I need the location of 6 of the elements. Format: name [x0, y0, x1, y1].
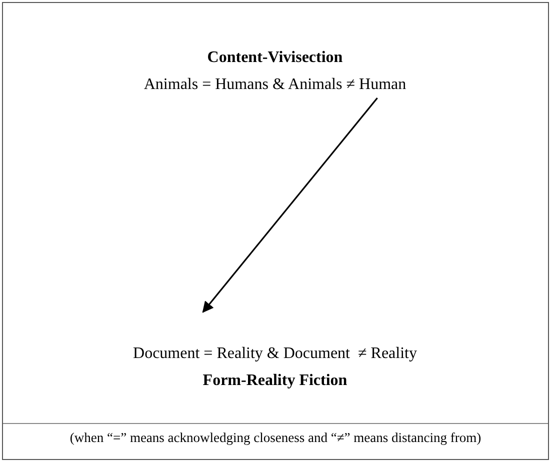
heading: Content-Vivisection — [206, 48, 344, 68]
arrow — [202, 98, 378, 313]
caption: (when “=” means acknowledging closeness and “≠” means distancing from) — [68, 430, 482, 446]
heading: Form-Reality Fiction — [202, 371, 348, 391]
equation-text: Document = Reality & Document ≠ Reality — [132, 344, 418, 364]
equation-text: Animals = Humans & Animals ≠ Human — [142, 75, 408, 95]
